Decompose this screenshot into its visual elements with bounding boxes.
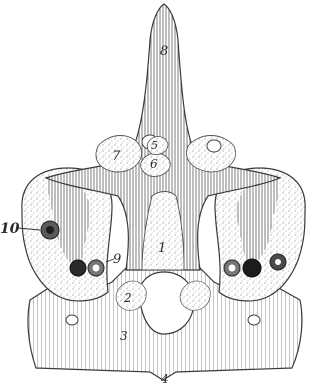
right-outer-canal-center — [275, 259, 281, 265]
left-outer-canal-core — [46, 226, 54, 234]
left-inner-canal — [70, 260, 86, 276]
right-inner-canal — [243, 259, 261, 277]
label-5: 5 — [151, 139, 158, 152]
right-ossicle — [207, 140, 221, 152]
label-10: 10 — [0, 221, 20, 237]
label-4: 4 — [160, 372, 169, 385]
label-8: 8 — [160, 44, 168, 59]
label-3: 3 — [120, 329, 128, 343]
label-7: 7 — [112, 149, 121, 164]
label-1: 1 — [158, 241, 166, 256]
label-9: 9 — [113, 252, 121, 267]
right-lateral-hole — [248, 315, 260, 325]
label-2: 2 — [123, 291, 132, 305]
right-tympanic-ring-center — [229, 265, 236, 272]
left-tympanic-ring-center — [93, 265, 100, 272]
left-lateral-hole — [66, 315, 78, 325]
label-6: 6 — [150, 157, 158, 171]
